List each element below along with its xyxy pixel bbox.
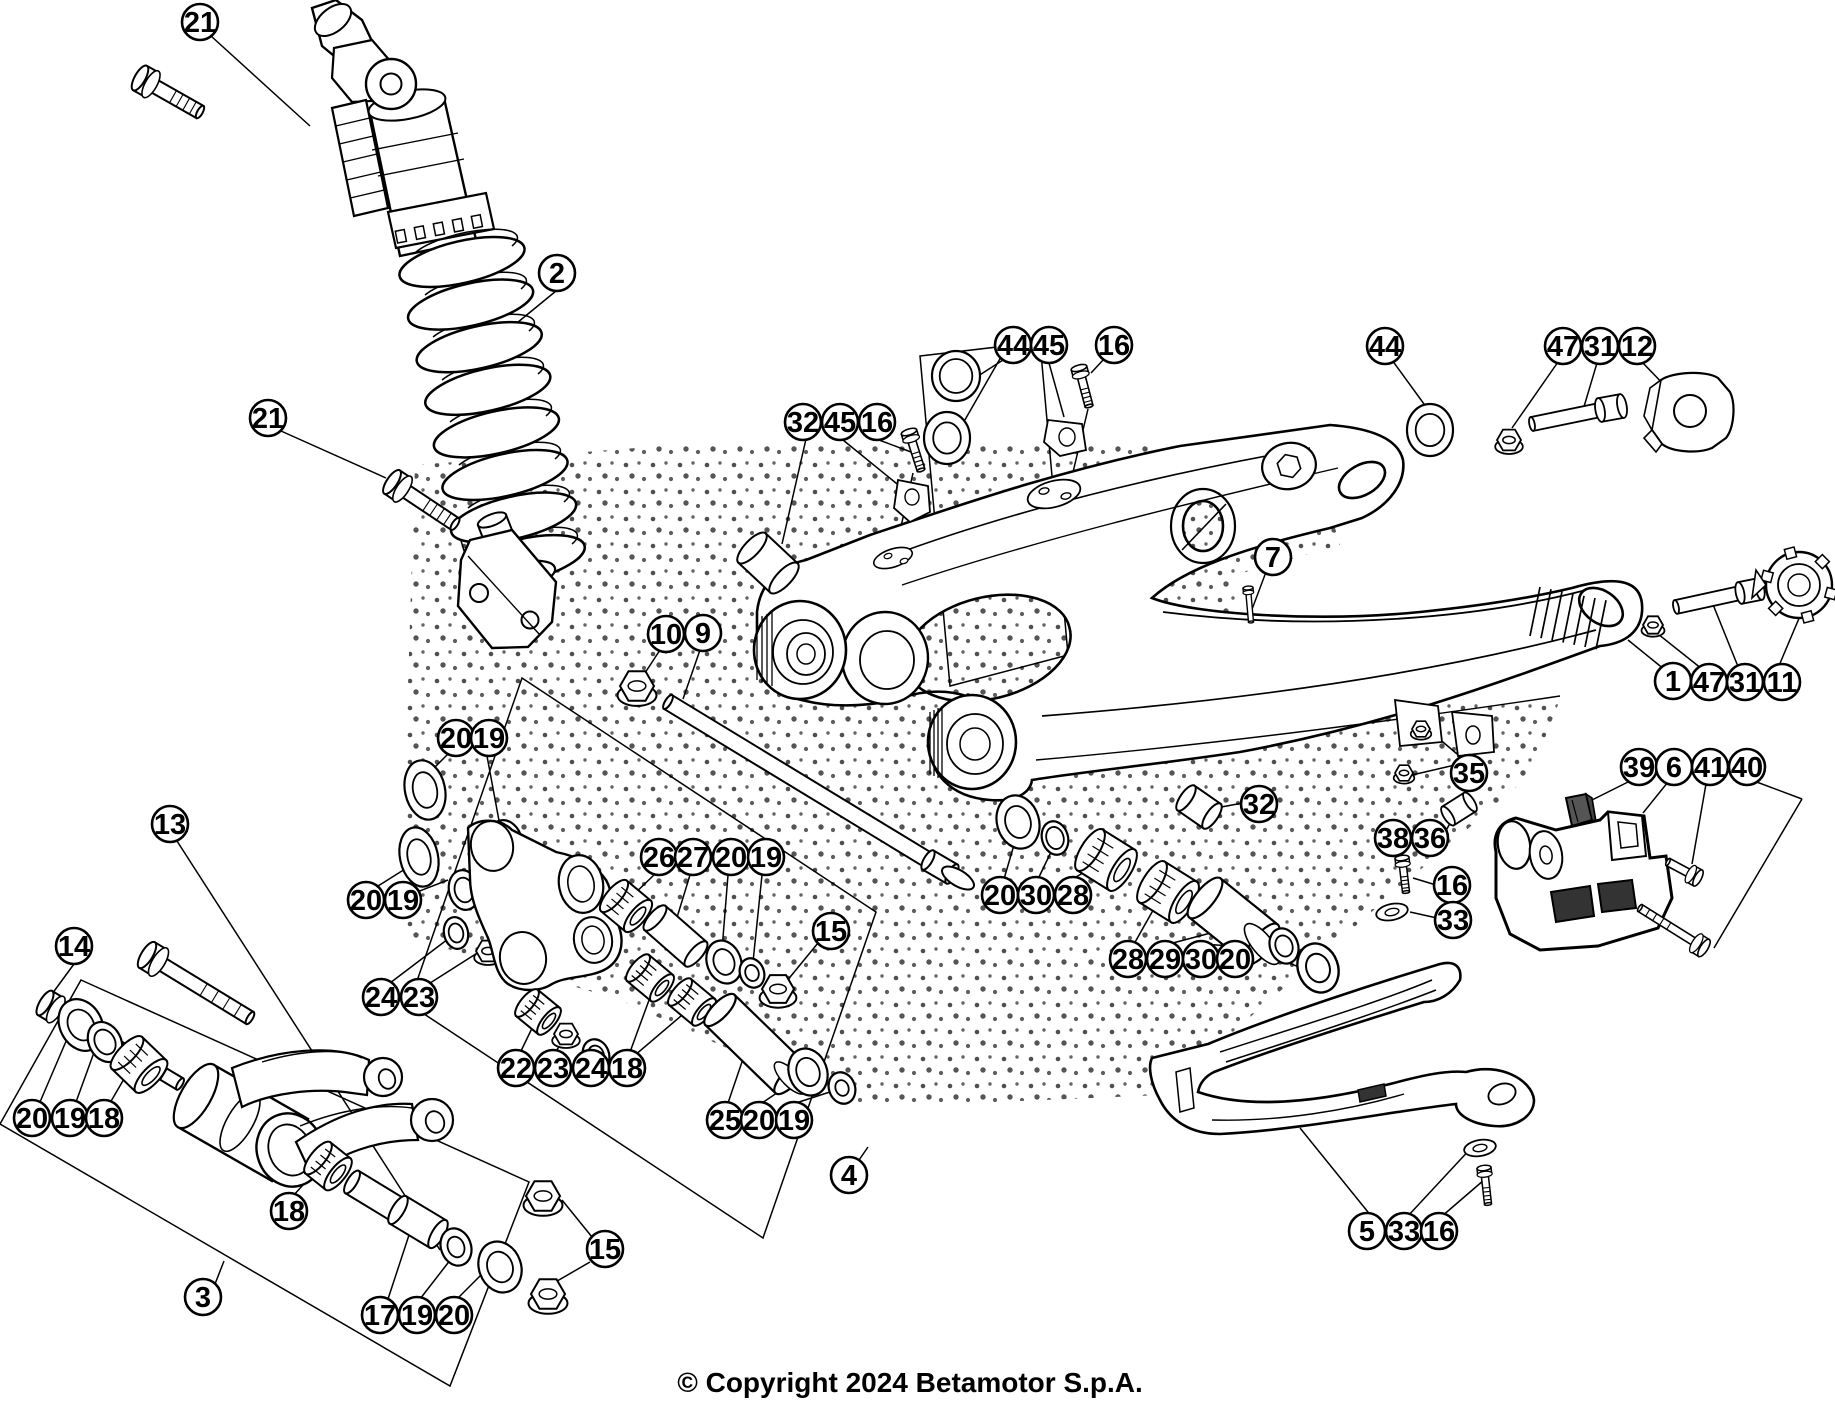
svg-text:20: 20 xyxy=(16,1103,48,1135)
svg-text:24: 24 xyxy=(575,1053,607,1085)
svg-text:19: 19 xyxy=(473,723,505,755)
svg-text:6: 6 xyxy=(1666,752,1682,784)
svg-text:7: 7 xyxy=(1265,542,1281,574)
svg-text:40: 40 xyxy=(1731,752,1763,784)
svg-text:20: 20 xyxy=(350,885,382,917)
svg-text:20: 20 xyxy=(1219,944,1251,976)
svg-text:30: 30 xyxy=(1185,944,1217,976)
svg-text:15: 15 xyxy=(589,1234,621,1266)
svg-text:19: 19 xyxy=(401,1300,433,1332)
svg-text:25: 25 xyxy=(709,1105,741,1137)
svg-text:16: 16 xyxy=(861,407,893,439)
svg-text:2: 2 xyxy=(549,258,565,290)
svg-text:4: 4 xyxy=(841,1160,857,1192)
svg-text:16: 16 xyxy=(1436,870,1468,902)
svg-text:39: 39 xyxy=(1623,752,1655,784)
svg-text:21: 21 xyxy=(184,7,216,39)
svg-text:33: 33 xyxy=(1388,1216,1420,1248)
svg-text:32: 32 xyxy=(787,407,819,439)
svg-text:24: 24 xyxy=(365,982,397,1014)
svg-text:26: 26 xyxy=(643,842,675,874)
svg-text:20: 20 xyxy=(984,880,1016,912)
svg-text:31: 31 xyxy=(1729,667,1761,699)
svg-text:31: 31 xyxy=(1584,331,1616,363)
svg-text:13: 13 xyxy=(154,809,186,841)
svg-text:19: 19 xyxy=(750,842,782,874)
svg-text:44: 44 xyxy=(1369,331,1401,363)
svg-text:19: 19 xyxy=(54,1103,86,1135)
svg-text:3: 3 xyxy=(195,1282,211,1314)
svg-text:38: 38 xyxy=(1377,823,1409,855)
svg-text:45: 45 xyxy=(824,407,856,439)
svg-text:16: 16 xyxy=(1098,330,1130,362)
svg-text:23: 23 xyxy=(403,982,435,1014)
svg-text:45: 45 xyxy=(1033,330,1065,362)
svg-text:20: 20 xyxy=(438,1300,470,1332)
svg-text:22: 22 xyxy=(500,1053,532,1085)
svg-text:30: 30 xyxy=(1020,880,1052,912)
svg-text:41: 41 xyxy=(1694,752,1726,784)
svg-text:47: 47 xyxy=(1693,667,1725,699)
svg-text:35: 35 xyxy=(1453,758,1485,790)
svg-text:17: 17 xyxy=(364,1300,396,1332)
svg-text:20: 20 xyxy=(743,1105,775,1137)
svg-text:19: 19 xyxy=(387,885,419,917)
svg-text:36: 36 xyxy=(1414,823,1446,855)
svg-text:20: 20 xyxy=(715,842,747,874)
svg-text:18: 18 xyxy=(611,1053,643,1085)
svg-text:5: 5 xyxy=(1359,1216,1375,1248)
svg-text:12: 12 xyxy=(1621,331,1653,363)
svg-text:20: 20 xyxy=(440,723,472,755)
svg-text:10: 10 xyxy=(650,619,682,651)
svg-text:11: 11 xyxy=(1767,667,1798,699)
svg-text:29: 29 xyxy=(1149,944,1181,976)
svg-text:15: 15 xyxy=(815,916,847,948)
svg-text:16: 16 xyxy=(1423,1216,1455,1248)
svg-text:23: 23 xyxy=(537,1053,569,1085)
svg-text:14: 14 xyxy=(58,931,90,963)
svg-text:28: 28 xyxy=(1112,944,1144,976)
svg-text:47: 47 xyxy=(1547,331,1579,363)
svg-text:© Copyright 2024 Betamotor S.p: © Copyright 2024 Betamotor S.p.A. xyxy=(677,1367,1143,1398)
svg-text:44: 44 xyxy=(997,330,1029,362)
svg-text:33: 33 xyxy=(1437,905,1469,937)
svg-text:21: 21 xyxy=(252,403,284,435)
svg-text:18: 18 xyxy=(273,1196,305,1228)
svg-text:1: 1 xyxy=(1665,666,1681,698)
svg-text:18: 18 xyxy=(88,1103,120,1135)
svg-text:32: 32 xyxy=(1243,789,1275,821)
svg-text:27: 27 xyxy=(677,842,709,874)
svg-text:19: 19 xyxy=(778,1105,810,1137)
svg-text:9: 9 xyxy=(695,618,711,650)
svg-text:28: 28 xyxy=(1057,880,1089,912)
